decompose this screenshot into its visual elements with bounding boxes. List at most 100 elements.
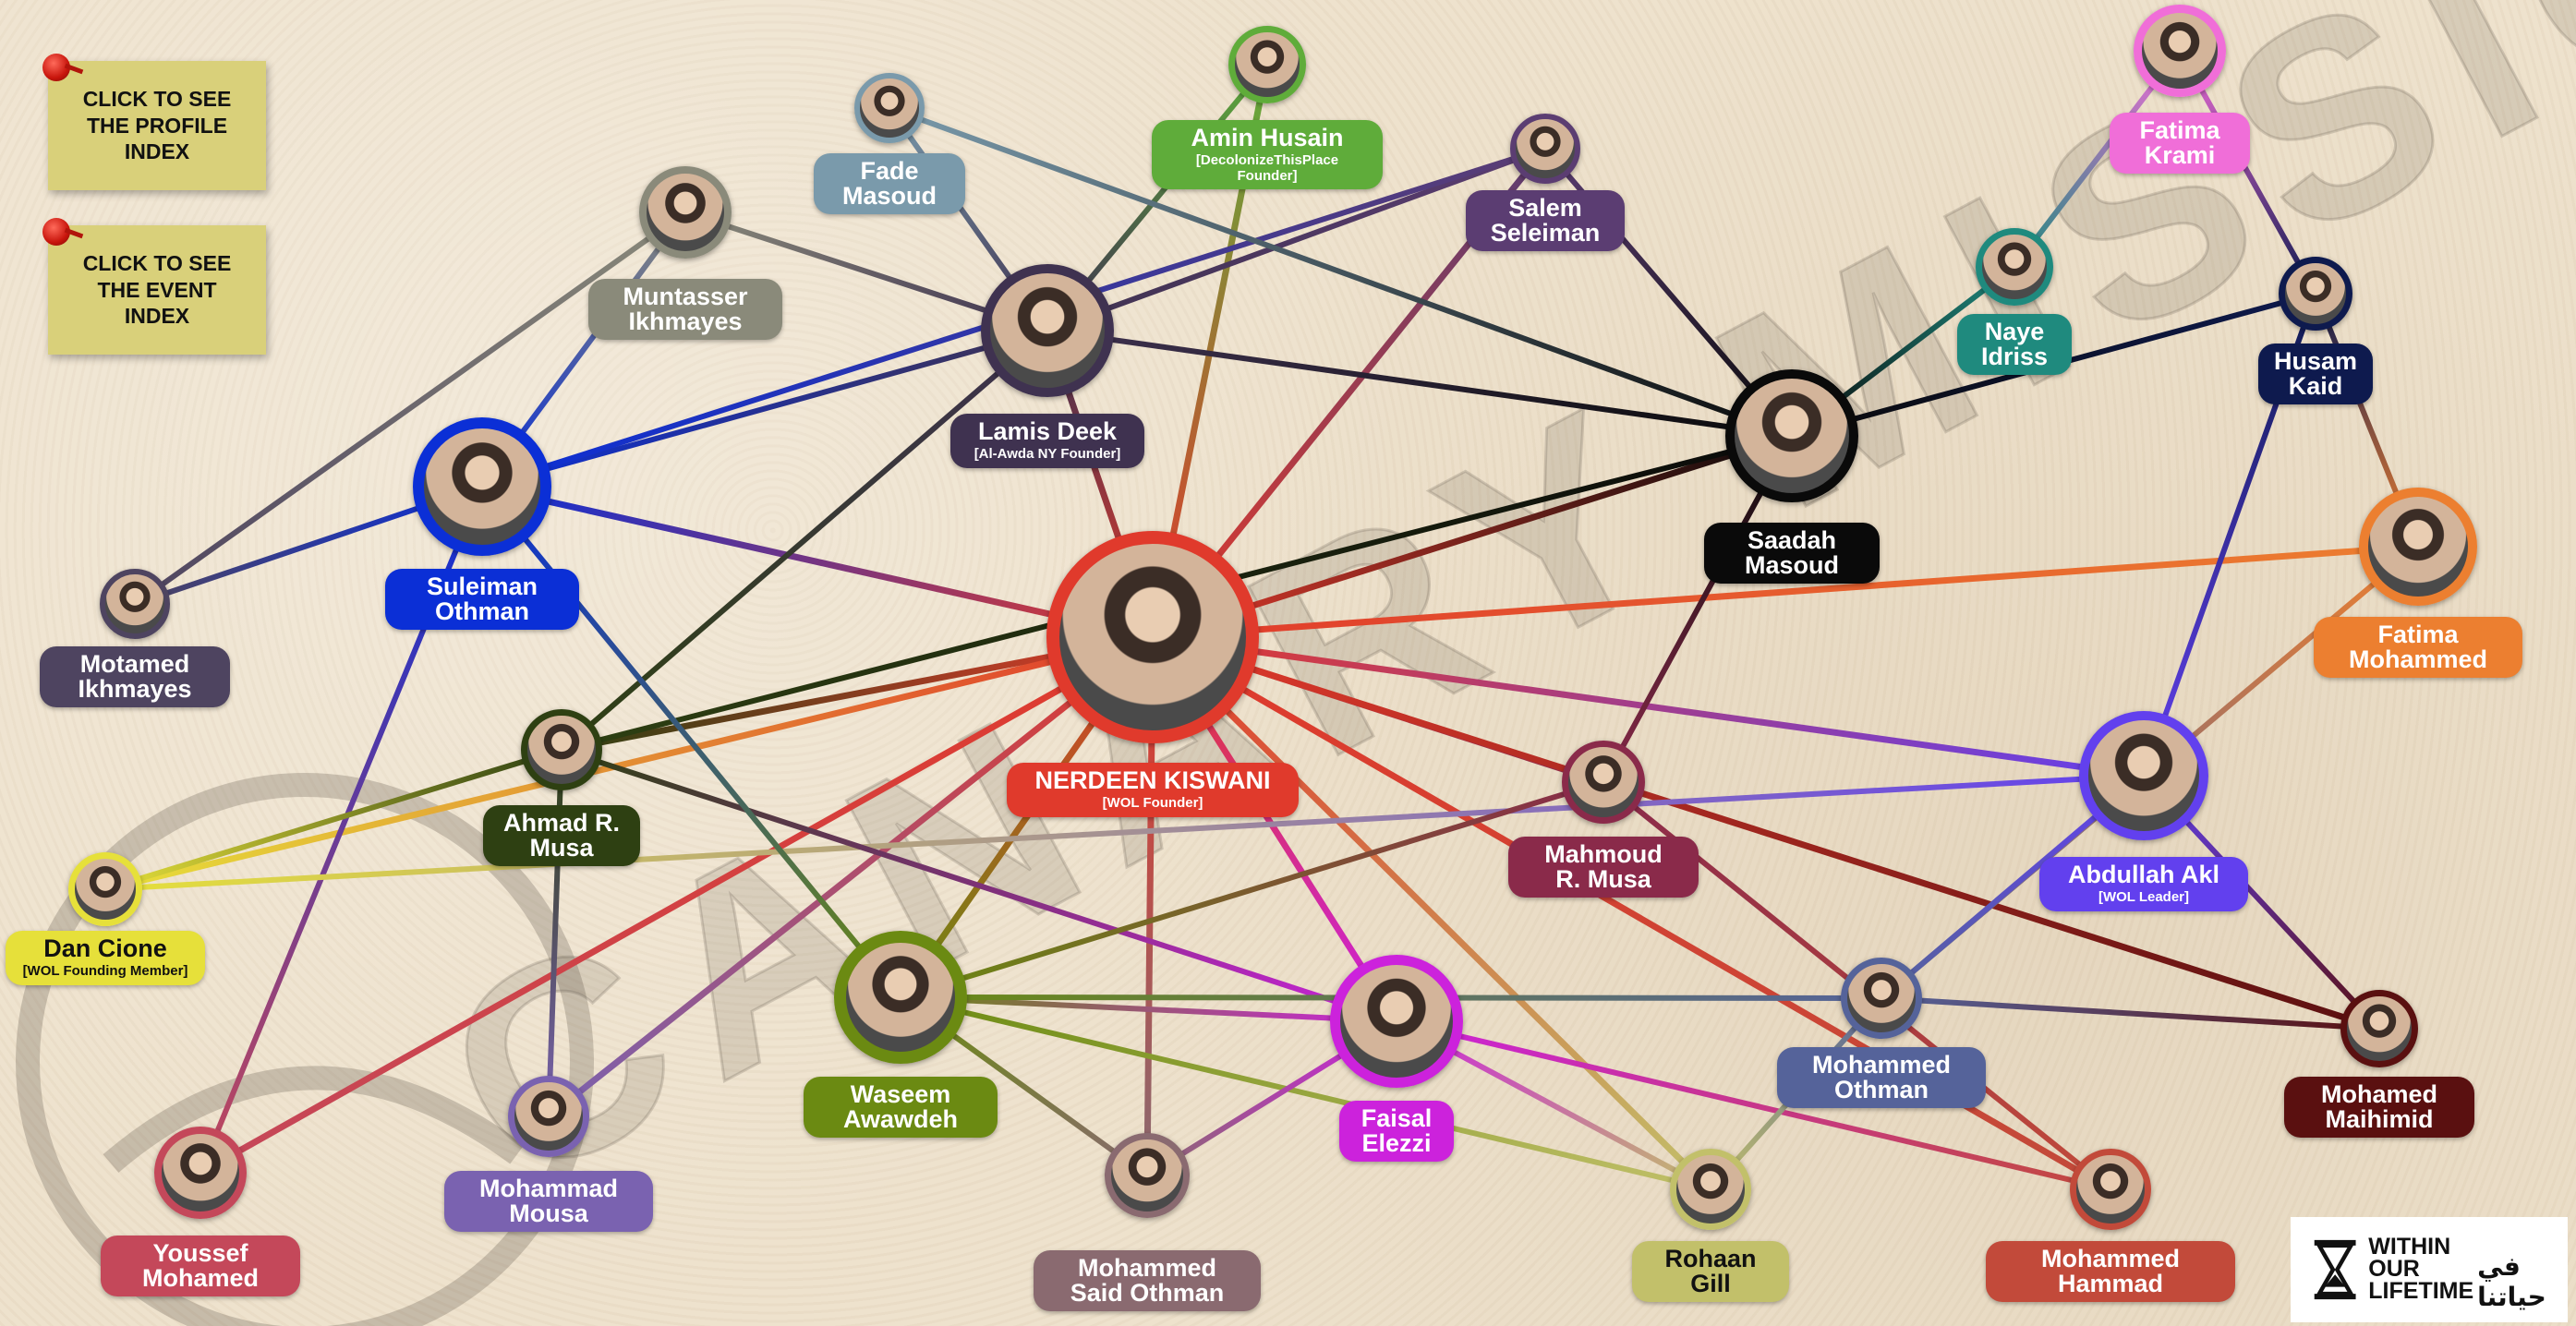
avatar-hammad[interactable] (2070, 1149, 2151, 1230)
person-name: Muntasser Ikhmayes (623, 283, 748, 335)
avatar-suleiman[interactable] (413, 417, 551, 556)
person-role: [WOL Founder] (1102, 795, 1203, 811)
person-name: Waseem Awawdeh (842, 1080, 959, 1133)
name-label-saadah[interactable]: Saadah Masoud (1704, 523, 1880, 584)
avatar-abdullah[interactable] (2079, 711, 2208, 840)
name-label-naye[interactable]: Naye Idriss (1957, 314, 2072, 375)
name-label-muntasser[interactable]: Muntasser Ikhmayes (588, 279, 782, 340)
pushpin-icon (42, 54, 70, 81)
name-label-nerdeen[interactable]: NERDEEN KISWANI[WOL Founder] (1007, 763, 1299, 817)
person-name: Suleiman Othman (426, 573, 538, 625)
name-label-fatimak[interactable]: Fatima Krami (2110, 113, 2250, 174)
avatar-saadah[interactable] (1725, 369, 1858, 502)
name-label-fatimam[interactable]: Fatima Mohammed (2314, 617, 2522, 678)
avatar-salem[interactable] (1510, 114, 1580, 184)
avatar-fade[interactable] (854, 73, 925, 143)
person-name: Mohammed Said Othman (1070, 1254, 1225, 1307)
hourglass-icon (2314, 1239, 2356, 1300)
name-label-fade[interactable]: Fade Masoud (814, 153, 965, 214)
connection-nerdeen-fatimam (1149, 543, 2422, 641)
connection-ahmad-dan (103, 747, 564, 892)
name-label-mohothman[interactable]: Mohammed Othman (1777, 1047, 1986, 1108)
connection-waseem-rohaan (898, 994, 1713, 1192)
name-label-motamed[interactable]: Motamed Ikhmayes (40, 646, 230, 707)
name-label-maihimid[interactable]: Mohamed Maihimid (2284, 1077, 2474, 1138)
avatar-ahmad[interactable] (521, 709, 602, 790)
name-label-ahmad[interactable]: Ahmad R. Musa (483, 805, 640, 866)
profile-index-note[interactable]: CLICK TO SEE THE PROFILE INDEX (42, 54, 266, 190)
person-name: Fade Masoud (841, 157, 937, 210)
person-name: Mohammed Hammad (2040, 1245, 2181, 1297)
avatar-fatimam[interactable] (2359, 488, 2477, 606)
connection-nerdeen-suleiman (478, 483, 1156, 641)
avatar-fatimak[interactable] (2134, 5, 2226, 97)
event-index-note[interactable]: CLICK TO SEE THE EVENT INDEX (42, 218, 266, 355)
person-name: Youssef Mohamed (141, 1239, 259, 1292)
connection-lamis-saadah (1045, 328, 1795, 439)
person-name: Mohamed Maihimid (2320, 1080, 2437, 1133)
avatar-waseem[interactable] (834, 931, 967, 1064)
avatar-nerdeen[interactable] (1046, 531, 1259, 743)
connection-lamis-salem (1045, 146, 1548, 333)
logo-arabic: في حياتنا (2477, 1251, 2546, 1312)
person-name: Mohammad Mousa (478, 1175, 619, 1227)
person-name: NERDEEN KISWANI (1034, 766, 1271, 794)
name-label-amin[interactable]: Amin Husain[DecolonizeThisPlace Founder] (1152, 120, 1383, 189)
logo-wordmark: WITHIN OUR LIFETIME (2368, 1236, 2473, 1302)
name-label-suleiman[interactable]: Suleiman Othman (385, 569, 579, 630)
connection-abdullah-dan (103, 773, 2147, 892)
person-role: [DecolonizeThisPlace Founder] (1195, 152, 1339, 184)
connection-muntasser-motamed (132, 210, 688, 607)
event-index-label: CLICK TO SEE THE EVENT INDEX (82, 250, 232, 329)
name-label-faisal[interactable]: Faisal Elezzi (1339, 1101, 1454, 1162)
avatar-husam[interactable] (2279, 257, 2352, 331)
name-label-mahmoud[interactable]: Mahmoud R. Musa (1508, 837, 1699, 898)
avatar-dan[interactable] (68, 852, 142, 926)
name-label-rohaan[interactable]: Rohaan Gill (1632, 1241, 1789, 1302)
name-label-lamis[interactable]: Lamis Deek[Al-Awda NY Founder] (950, 414, 1144, 468)
name-label-abdullah[interactable]: Abdullah Akl[WOL Leader] (2039, 857, 2248, 911)
name-label-mousa[interactable]: Mohammad Mousa (444, 1171, 653, 1232)
person-name: Dan Cione (43, 934, 167, 962)
avatar-said[interactable] (1105, 1133, 1190, 1218)
logo-line-2: OUR (2368, 1256, 2420, 1283)
avatar-amin[interactable] (1228, 26, 1306, 103)
person-name: Motamed Ikhmayes (78, 650, 192, 703)
connection-nerdeen-dan (102, 633, 1156, 893)
person-role: [Al-Awda NY Founder] (974, 446, 1121, 462)
connection-nerdeen-youssef (197, 633, 1156, 1176)
avatar-rohaan[interactable] (1670, 1149, 1751, 1230)
connection-mohothman-maihimid (1879, 995, 2382, 1031)
avatar-faisal[interactable] (1330, 955, 1463, 1088)
person-name: Husam Kaid (2273, 347, 2358, 400)
person-name: Amin Husain (1191, 124, 1344, 151)
connection-ahmad-faisal (559, 747, 1399, 1024)
name-label-salem[interactable]: Salem Seleiman (1466, 190, 1625, 251)
person-name: Abdullah Akl (2067, 861, 2219, 888)
connection-fade-saadah (887, 105, 1795, 439)
avatar-naye[interactable] (1976, 228, 2053, 306)
person-name: Lamis Deek (977, 417, 1118, 445)
avatar-lamis[interactable] (981, 264, 1114, 397)
connection-mahmoud-waseem (898, 779, 1606, 1000)
avatar-youssef[interactable] (154, 1127, 247, 1219)
avatar-mohothman[interactable] (1841, 958, 1922, 1039)
name-label-said[interactable]: Mohammed Said Othman (1034, 1250, 1261, 1311)
avatar-motamed[interactable] (100, 569, 170, 639)
name-label-dan[interactable]: Dan Cione[WOL Founding Member] (6, 931, 205, 985)
person-role: [WOL Founding Member] (22, 963, 188, 979)
connection-nerdeen-saadah (1149, 432, 1796, 641)
connection-nerdeen-mousa (545, 633, 1156, 1120)
avatar-muntasser[interactable] (639, 166, 732, 259)
avatar-mahmoud[interactable] (1562, 741, 1645, 824)
name-label-youssef[interactable]: Youssef Mohamed (101, 1236, 300, 1296)
logo-line-1: WITHIN (2368, 1234, 2451, 1260)
avatar-mousa[interactable] (508, 1076, 589, 1157)
name-label-husam[interactable]: Husam Kaid (2258, 344, 2373, 404)
name-label-hammad[interactable]: Mohammed Hammad (1986, 1241, 2235, 1302)
avatar-maihimid[interactable] (2340, 990, 2418, 1067)
name-label-waseem[interactable]: Waseem Awawdeh (804, 1077, 998, 1138)
within-our-lifetime-logo: WITHIN OUR LIFETIME في حياتنا (2291, 1217, 2568, 1322)
